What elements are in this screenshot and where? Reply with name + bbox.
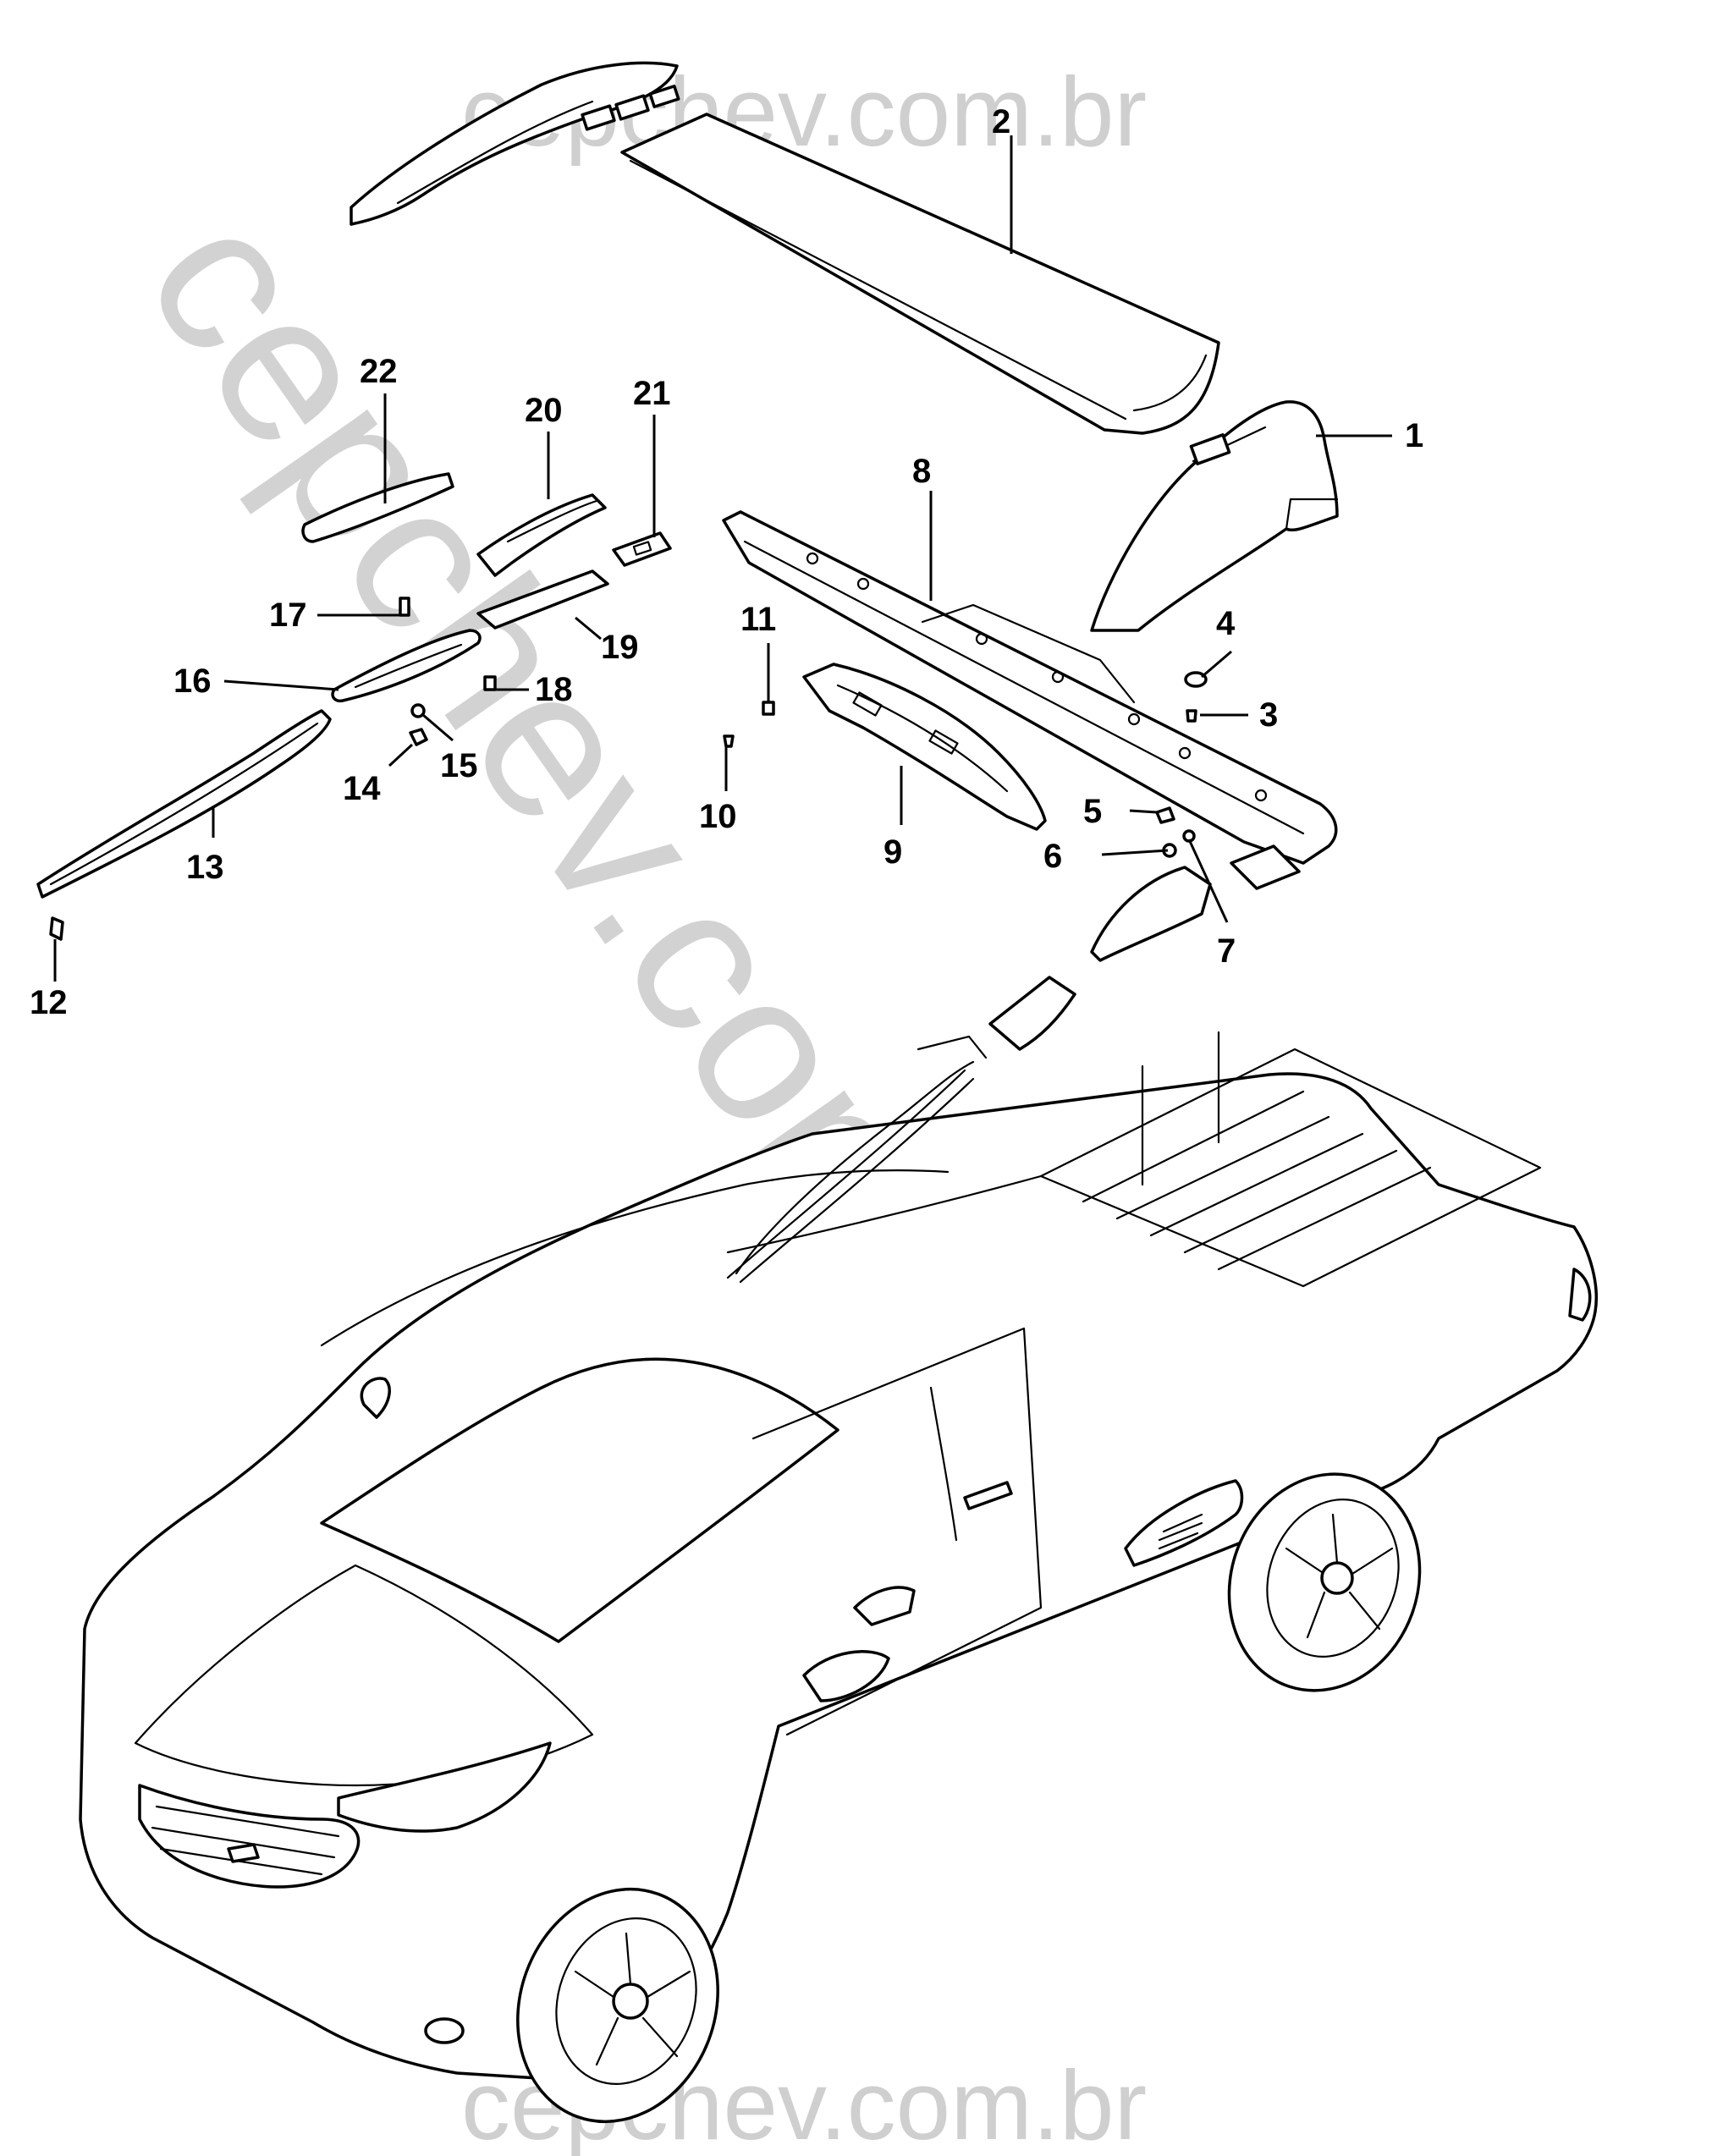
part-19-panel — [476, 569, 609, 630]
part-15-clip — [410, 703, 426, 718]
callout-19: 19 — [601, 629, 639, 666]
part-12-end-cap — [49, 916, 64, 941]
callout-17: 17 — [269, 597, 307, 634]
callout-9: 9 — [884, 833, 902, 871]
part-10-screw — [723, 734, 735, 748]
part-4-cap — [1184, 671, 1208, 688]
callout-7: 7 — [1217, 932, 1236, 970]
vehicle-pickup-illustration — [79, 1031, 1599, 2124]
callout-16: 16 — [173, 663, 212, 700]
callout-labels: 1 2 3 4 5 6 7 8 9 10 11 12 13 14 15 16 1… — [30, 103, 1423, 1021]
callout-11: 11 — [740, 601, 776, 638]
callout-15: 15 — [440, 747, 478, 784]
part-5-clip — [1155, 806, 1175, 824]
callout-20: 20 — [525, 392, 563, 429]
part-2-roof-panel — [350, 61, 1220, 435]
callout-18: 18 — [535, 671, 573, 708]
callout-1: 1 — [1405, 417, 1423, 454]
part-17-pin — [399, 597, 410, 617]
part-3-screw — [1186, 709, 1197, 723]
callout-6: 6 — [1043, 838, 1062, 875]
part-22-trim — [301, 472, 454, 543]
rear-trim-set — [917, 866, 1212, 1059]
callout-8: 8 — [912, 453, 931, 490]
part-13-a-pillar-strip — [36, 709, 332, 899]
leader-lines — [53, 135, 1392, 982]
part-11-clip — [762, 701, 775, 716]
part-8-roof-rail-trim — [722, 510, 1338, 890]
callout-3: 3 — [1259, 696, 1278, 734]
part-14-nut — [409, 728, 428, 746]
callout-22: 22 — [360, 353, 398, 390]
callout-21: 21 — [633, 375, 671, 412]
part-9-bracket — [802, 663, 1047, 831]
callout-12: 12 — [30, 984, 68, 1021]
part-21-lamp — [612, 531, 672, 567]
part-18-clip — [483, 675, 497, 691]
callout-5: 5 — [1083, 793, 1102, 830]
callout-2: 2 — [992, 103, 1010, 140]
part-20-cover — [476, 493, 607, 577]
callout-14: 14 — [343, 770, 381, 807]
part-16-trim-piece — [331, 629, 482, 703]
callout-4: 4 — [1216, 605, 1236, 642]
part-1-rear-pillar-trim — [1090, 400, 1339, 632]
callout-13: 13 — [186, 849, 224, 886]
callout-10: 10 — [699, 798, 737, 835]
